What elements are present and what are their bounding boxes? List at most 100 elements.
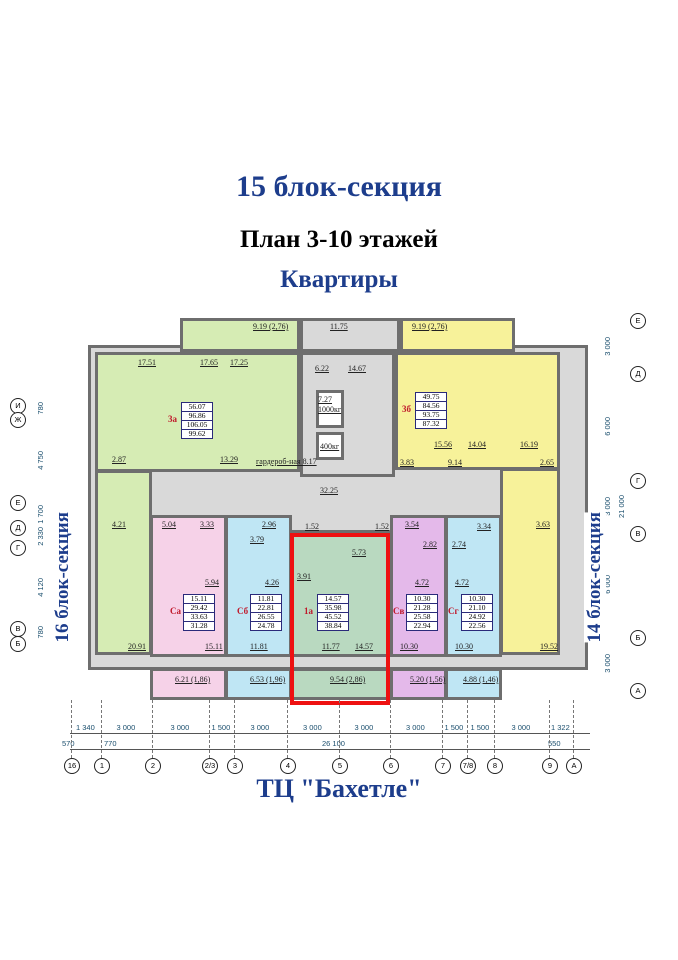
room-area-label: 1.52 <box>305 522 319 531</box>
apartment-Sg <box>445 515 502 657</box>
apartment-3a-bedroom <box>95 470 152 655</box>
room-area-label: 6.53 (1,96) <box>250 675 286 684</box>
axis-marker-6: 6 <box>383 758 399 774</box>
area-value: 22.94 <box>413 621 431 630</box>
dimension-label: 3 000 <box>603 653 612 673</box>
axis-line <box>390 700 391 758</box>
axis-marker-Г: Г <box>10 540 26 556</box>
dimension-label: 780 <box>36 625 45 639</box>
dimension-label: 3 000 <box>116 723 136 732</box>
dimension-label: 3 000 <box>303 723 322 732</box>
dimension-label: 6 000 <box>603 416 612 436</box>
axis-marker-Е: Е <box>630 313 646 329</box>
room-area-label: 14.67 <box>348 364 366 373</box>
area-value: 87.32 <box>422 419 440 428</box>
dimension-line-overall <box>70 749 590 750</box>
dimension-label: 1 500 <box>444 723 464 732</box>
top-hall <box>300 318 400 352</box>
overall-dimension-label: 26 100 <box>322 739 345 748</box>
area-value: 33.63 <box>184 613 214 622</box>
axis-marker-Д: Д <box>10 520 26 536</box>
balcony-Sa <box>150 668 227 700</box>
axis-line <box>467 700 468 758</box>
apartment-type-label: 1а <box>304 606 313 616</box>
apartment-type-label: 3б <box>402 404 411 414</box>
axis-line <box>101 700 102 758</box>
room-area-label: 4.88 (1,46) <box>463 675 499 684</box>
dimension-label: 1 500 <box>470 723 490 732</box>
area-value: 24.78 <box>257 621 275 630</box>
axis-line <box>287 700 288 758</box>
room-area-label: 6.22 <box>315 364 329 373</box>
room-area-label: 3.34 <box>477 522 491 531</box>
room-area-label: 3.54 <box>405 520 419 529</box>
room-area-label: 11.75 <box>330 322 348 331</box>
dimension-label: 3 000 <box>354 723 374 732</box>
area-value: 45.52 <box>318 613 348 622</box>
room-area-label: 400кг <box>320 442 340 451</box>
apartment-type-label: Сб <box>237 606 249 616</box>
section-title: 15 блок-секция <box>236 170 442 203</box>
apartment-type-label: Сг <box>448 606 459 616</box>
area-value: 96.86 <box>182 412 212 421</box>
axis-marker-А: А <box>566 758 582 774</box>
room-area-label: 10.30 <box>455 642 473 651</box>
mall-label: ТЦ "Бахетле" <box>256 774 422 803</box>
axis-marker-И: И <box>10 398 26 414</box>
room-area-label: 1000кг <box>318 405 342 414</box>
area-value: 14.57 <box>318 595 348 604</box>
room-area-label: 9.54 (2,86) <box>330 675 366 684</box>
overall-dimension-label: 550 <box>548 739 561 748</box>
room-area-label: 14.04 <box>468 440 486 449</box>
dimension-label: 780 <box>36 402 45 415</box>
axis-marker-16: 16 <box>64 758 80 774</box>
room-area-label: 32.25 <box>320 486 338 495</box>
axis-marker-Б: Б <box>630 630 646 646</box>
dimension-label: 1 322 <box>551 723 570 732</box>
room-area-label: 1.52 <box>375 522 389 531</box>
room-area-label: 5.04 <box>162 520 176 529</box>
balcony-3a <box>180 318 300 352</box>
room-area-label: 2.74 <box>452 540 466 549</box>
area-value: 26.55 <box>251 613 281 622</box>
room-area-label: 2.82 <box>423 540 437 549</box>
room-area-label: 9.14 <box>448 458 462 467</box>
room-area-label: 2.96 <box>262 520 276 529</box>
dimension-label: 3 000 <box>250 723 270 732</box>
room-area-label: 4.26 <box>265 578 279 587</box>
axis-marker-3: 3 <box>227 758 243 774</box>
room-area-label: 9.19 (2,76) <box>253 322 289 331</box>
axis-marker-7: 7 <box>435 758 451 774</box>
axis-marker-1: 1 <box>94 758 110 774</box>
room-area-label: 3.63 <box>536 520 550 529</box>
area-value: 99.62 <box>188 429 206 438</box>
room-area-label: 11.77 <box>322 642 340 651</box>
area-value: 38.84 <box>324 621 342 630</box>
axis-marker-2/3: 2/3 <box>202 758 218 774</box>
axis-marker-Г: Г <box>630 473 646 489</box>
area-value: 84.56 <box>416 402 446 411</box>
room-area-label: 4.21 <box>112 520 126 529</box>
dimension-label: 3 000 <box>170 723 190 732</box>
axis-marker-Е: Е <box>10 495 26 511</box>
area-value: 29.42 <box>184 604 214 613</box>
room-area-label: 13.29 <box>220 455 238 464</box>
area-value: 22.56 <box>468 621 486 630</box>
room-area-label: 2.65 <box>540 458 554 467</box>
room-area-label: 20.91 <box>128 642 146 651</box>
room-area-label: 15.56 <box>434 440 452 449</box>
left-neighbor-label: 16 блок-секция <box>52 512 74 643</box>
room-area-label: гардероб-ная 8.17 <box>256 457 317 466</box>
area-value: 31.28 <box>190 621 208 630</box>
stair-core <box>300 352 395 477</box>
room-area-label: 4.72 <box>455 578 469 587</box>
room-area-label: 3.91 <box>297 572 311 581</box>
balcony-3b <box>400 318 515 352</box>
area-value: 21.10 <box>462 604 492 613</box>
area-value: 49.75 <box>416 393 446 402</box>
axis-marker-4: 4 <box>280 758 296 774</box>
room-area-label: 6.21 (1,86) <box>175 675 211 684</box>
